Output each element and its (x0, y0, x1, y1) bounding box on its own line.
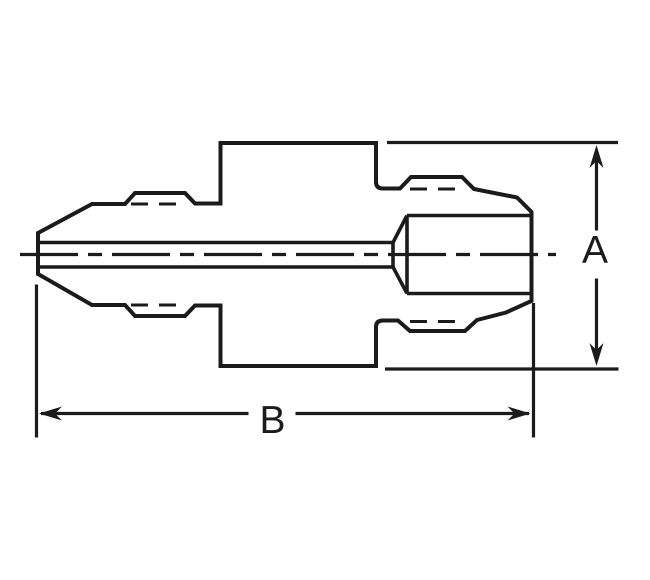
dim-a-label: A (582, 229, 608, 272)
dim-b-arrowhead-right (507, 406, 531, 421)
dim-b-arrowhead-left (39, 406, 62, 421)
dim-b-label: B (259, 399, 285, 442)
dim-a-arrowhead-down (589, 343, 604, 366)
fitting-body (20, 141, 556, 368)
dimension-a: A (385, 140, 619, 371)
dimension-b: B (34, 284, 536, 442)
seat-cone-top-line (391, 214, 409, 244)
seat-cone-bottom-line (391, 266, 409, 295)
dim-a-arrowhead-up (589, 145, 604, 168)
fitting-outline (36, 141, 534, 368)
